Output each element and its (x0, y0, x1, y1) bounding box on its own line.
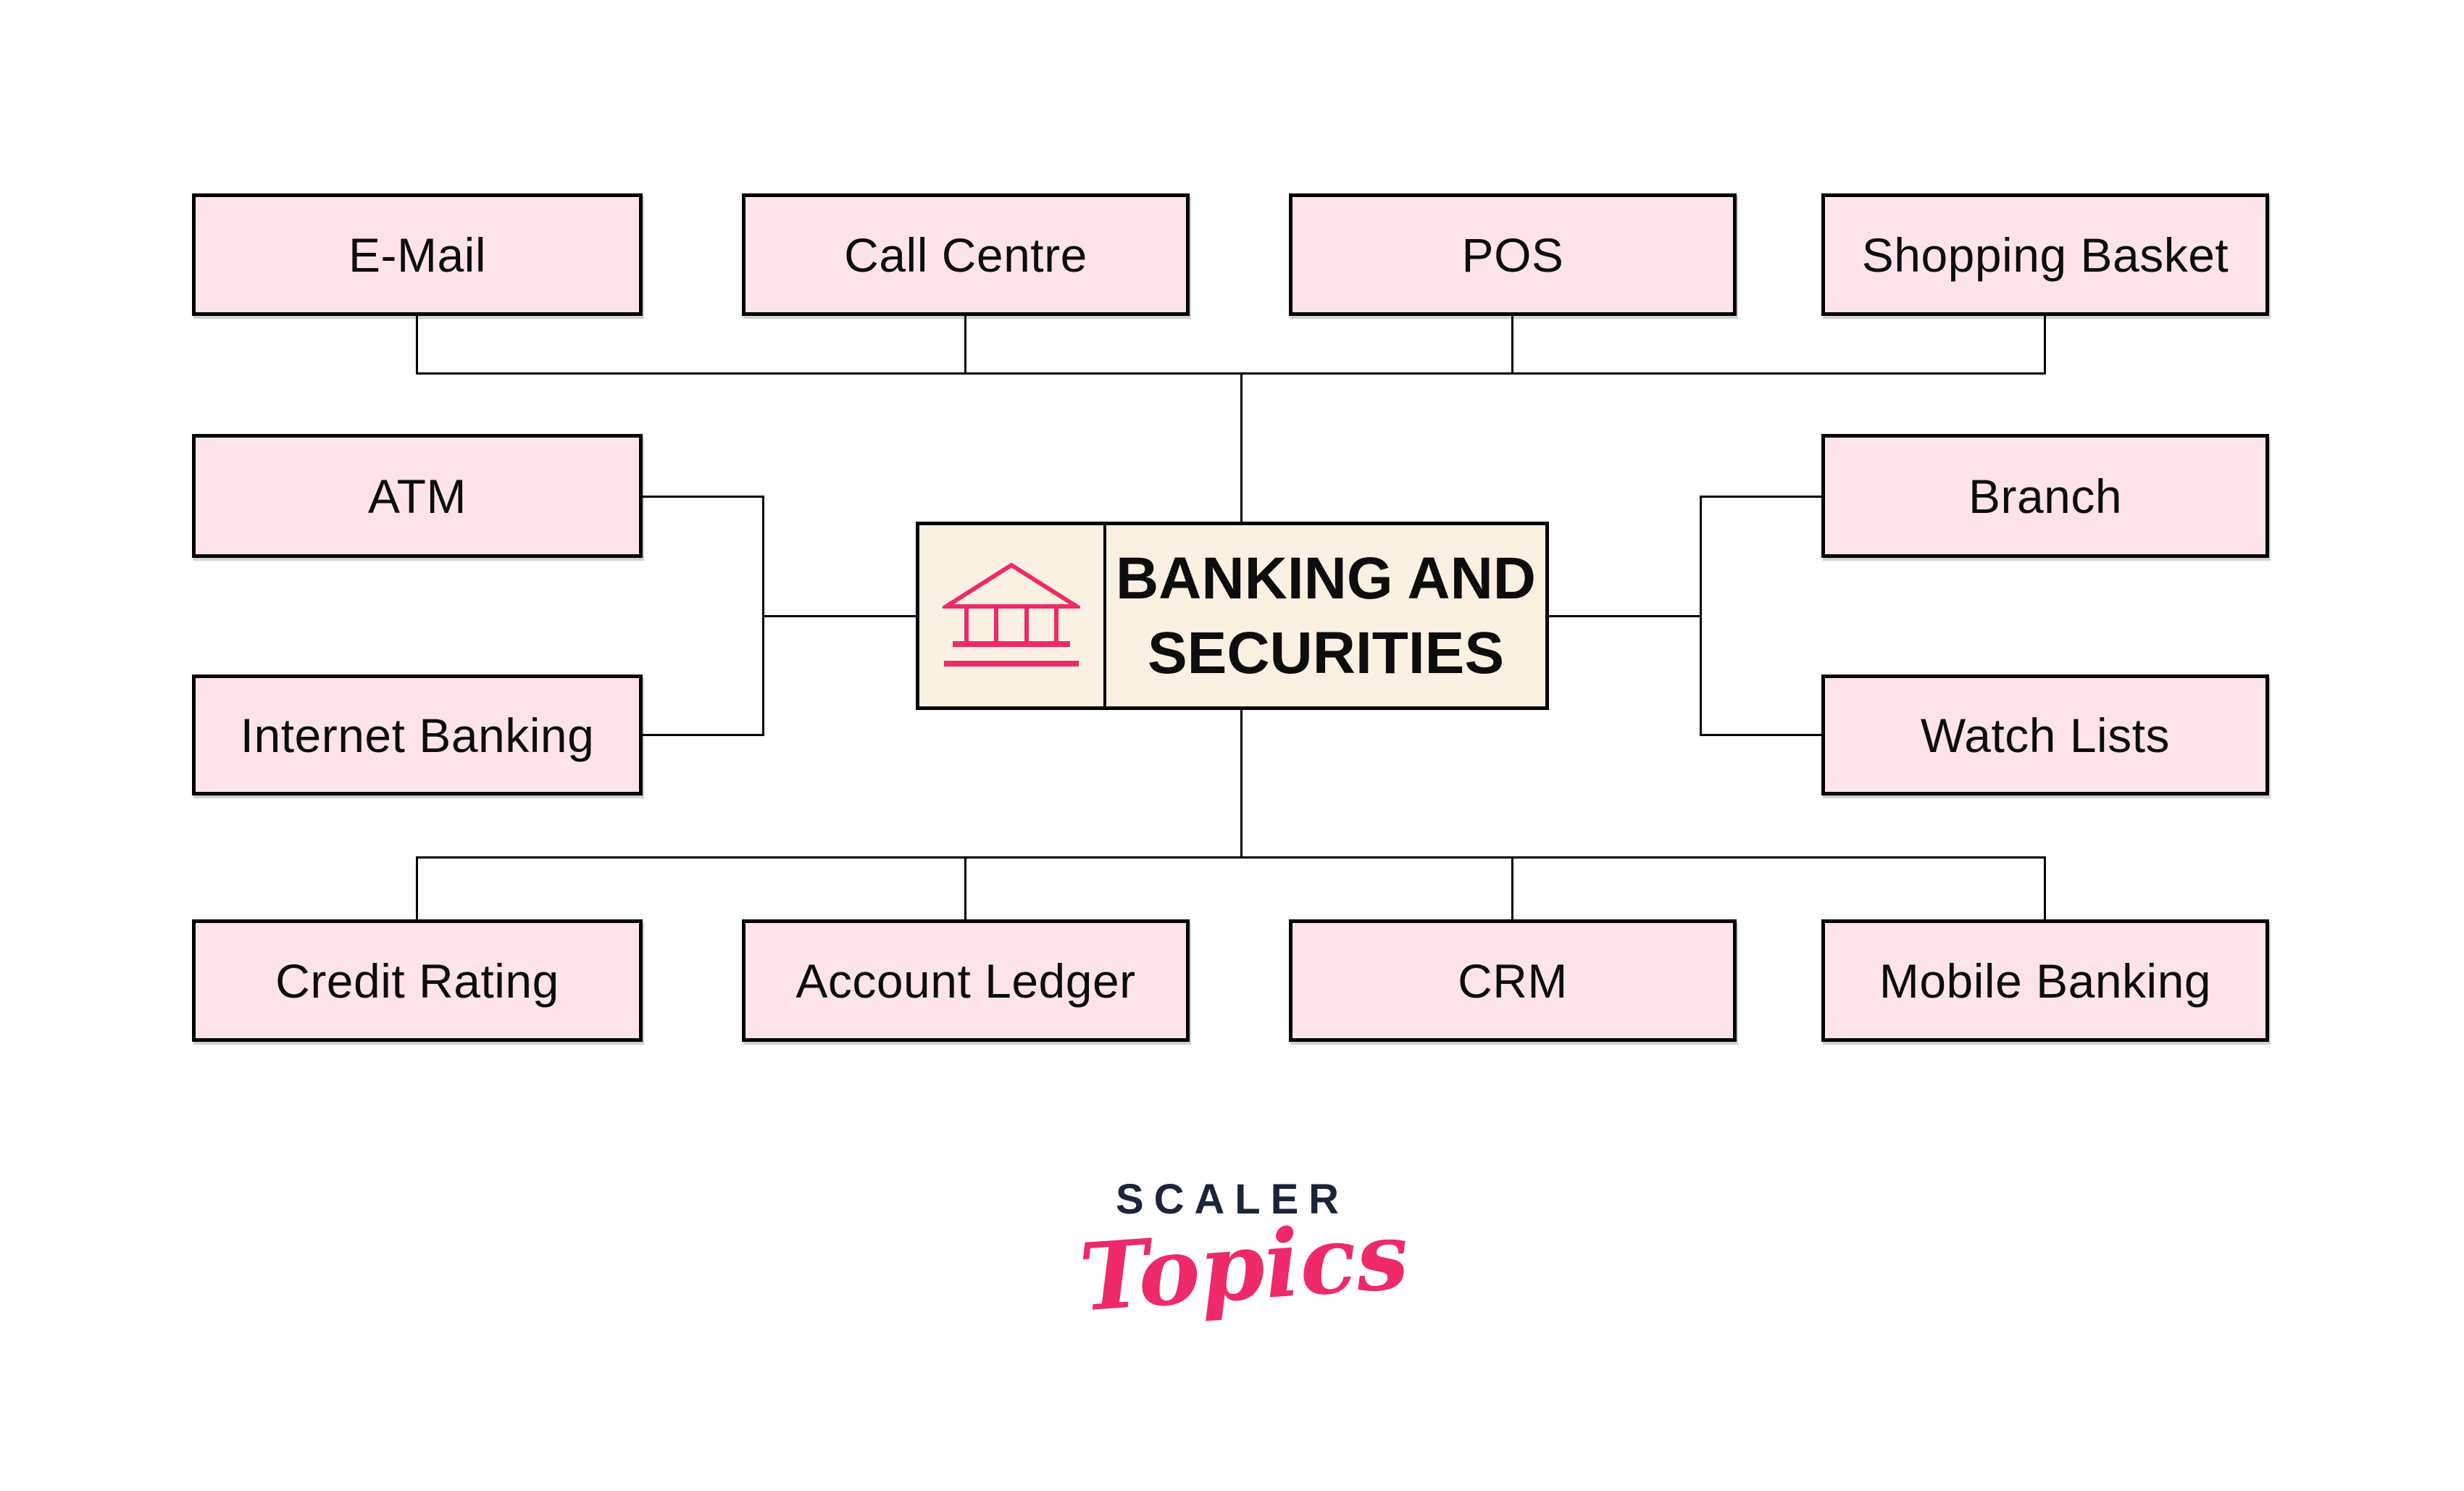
node-atm: ATM (192, 434, 643, 558)
connector-center-to-right (1546, 615, 1702, 617)
connector-drop-account-ledger (964, 856, 966, 921)
node-shopping-basket: Shopping Basket (1821, 193, 2269, 316)
node-pos-label: POS (1461, 227, 1564, 282)
connector-top-bus (416, 372, 2046, 375)
node-account-ledger-label: Account Ledger (795, 953, 1136, 1008)
node-watch-lists-label: Watch Lists (1920, 708, 2171, 762)
connector-drop-mobile-banking (2044, 856, 2046, 921)
node-shopping-basket-label: Shopping Basket (1861, 227, 2229, 282)
connector-drop-credit-rating (416, 856, 418, 921)
connector-drop-call-centre (964, 314, 966, 374)
node-e-mail-label: E-Mail (348, 227, 486, 282)
node-internet-banking: Internet Banking (192, 674, 643, 795)
node-e-mail: E-Mail (192, 193, 643, 316)
bank-icon-panel (919, 525, 1106, 706)
node-banking-and-securities: BANKING AND SECURITIES (916, 522, 1549, 710)
node-internet-banking-label: Internet Banking (240, 708, 595, 762)
node-branch: Branch (1821, 434, 2269, 558)
connector-atm-branch-line (641, 496, 764, 498)
node-credit-rating: Credit Rating (192, 919, 643, 1042)
node-mobile-banking-label: Mobile Banking (1879, 953, 2212, 1008)
logo-sub-text: Topics (1076, 1201, 1412, 1333)
connector-internet-banking-line (641, 734, 764, 736)
node-call-centre: Call Centre (742, 193, 1190, 316)
node-credit-rating-label: Credit Rating (275, 953, 559, 1008)
connector-drop-shopping-basket (2044, 314, 2046, 374)
node-pos: POS (1289, 193, 1737, 316)
bank-icon (943, 562, 1080, 667)
node-branch-label: Branch (1968, 469, 2123, 523)
node-call-centre-label: Call Centre (844, 227, 1087, 282)
connector-drop-crm (1511, 856, 1513, 921)
center-title-line1: BANKING AND (1115, 546, 1537, 611)
node-atm-label: ATM (368, 469, 467, 523)
connector-drop-e-mail (416, 314, 418, 374)
node-watch-lists: Watch Lists (1821, 674, 2269, 795)
connector-top-center-drop (1240, 372, 1243, 523)
node-mobile-banking: Mobile Banking (1821, 919, 2269, 1042)
connector-bottom-bus (416, 856, 2046, 859)
node-crm: CRM (1289, 919, 1737, 1042)
scaler-topics-logo: SCALER Topics (1076, 1175, 1411, 1333)
connector-branch-line (1700, 496, 1823, 498)
connector-watch-lists-line (1700, 734, 1823, 736)
node-crm-label: CRM (1458, 953, 1568, 1008)
center-title-line2: SECURITIES (1147, 620, 1505, 686)
node-account-ledger: Account Ledger (742, 919, 1190, 1042)
center-title: BANKING AND SECURITIES (1106, 525, 1545, 706)
connector-bottom-center-drop (1240, 707, 1243, 859)
connector-drop-pos (1511, 314, 1513, 374)
connector-left-to-center (762, 615, 917, 617)
logo-brand-text: SCALER (1116, 1176, 1349, 1223)
